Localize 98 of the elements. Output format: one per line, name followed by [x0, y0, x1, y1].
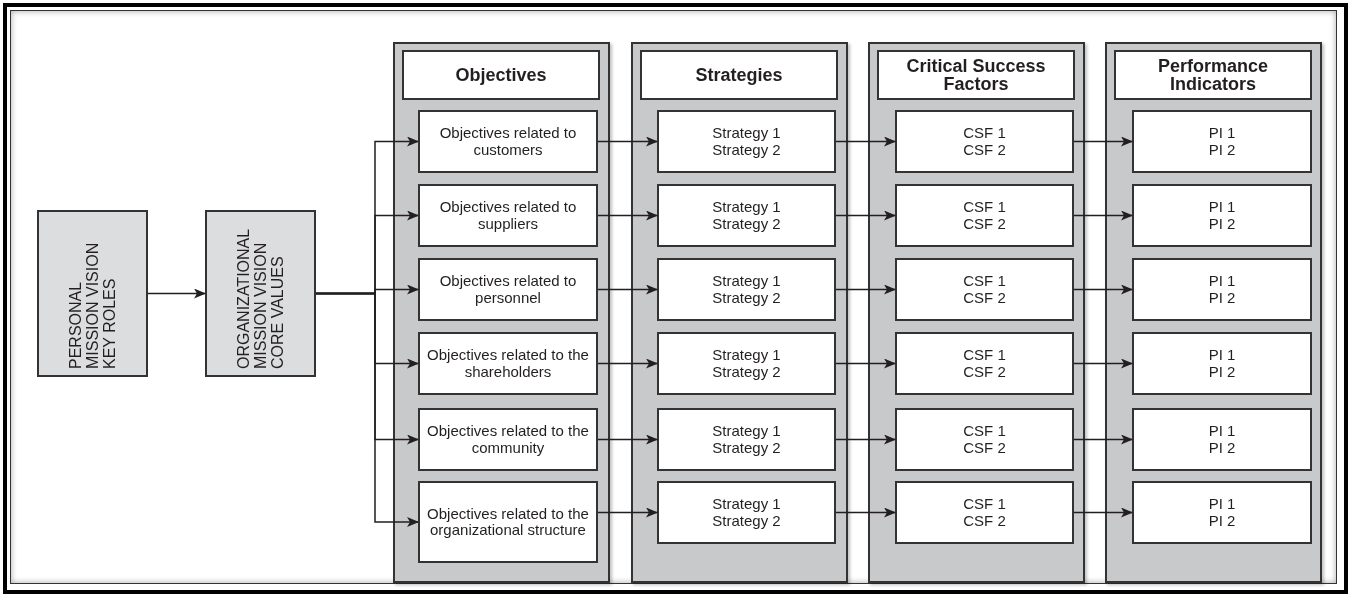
item-box — [1132, 332, 1312, 395]
box-text: Strategy 1 — [712, 199, 781, 216]
item-box — [418, 481, 598, 563]
box-text: PERSONAL MISSION VISION KEY ROLES — [67, 241, 118, 369]
arrow — [835, 358, 896, 369]
arrow — [315, 292, 419, 527]
box-text: Strategy 2 — [712, 512, 781, 529]
arrow — [1073, 434, 1133, 445]
box-text: CSF 2 — [963, 363, 1006, 380]
item-box — [657, 481, 836, 544]
box-text: CSF 1 — [963, 199, 1006, 216]
box-text: CSF 1 — [963, 125, 1006, 142]
box-text: PI 1 — [1208, 273, 1236, 290]
item-box — [418, 258, 598, 321]
box-text: CSF 1 — [963, 423, 1006, 440]
arrow — [597, 210, 658, 221]
item-box — [895, 110, 1074, 173]
item-box — [1132, 408, 1312, 471]
arrow — [597, 284, 658, 295]
box-text: CSF 2 — [963, 141, 1006, 158]
box-text: PI 1 — [1208, 125, 1236, 142]
header-text: Performance Indicators — [1156, 56, 1270, 94]
box-text: Objectives related to the shareholders — [426, 347, 590, 380]
header-text: Objectives — [455, 65, 547, 85]
header-text: Critical Success Factors — [905, 56, 1047, 94]
box-text: Strategy 2 — [712, 289, 781, 306]
item-box — [895, 481, 1074, 544]
item-box — [895, 332, 1074, 395]
column-panel — [868, 42, 1085, 583]
box-text: CSF 2 — [963, 289, 1006, 306]
box-text: Strategy 1 — [712, 347, 781, 364]
arrow — [835, 210, 896, 221]
box-text: CSF 2 — [963, 439, 1006, 456]
item-box — [657, 258, 836, 321]
box-text: Strategy 2 — [712, 215, 781, 232]
item-box — [657, 110, 836, 173]
header-text: Strategies — [695, 65, 783, 85]
box-text: PI 2 — [1208, 439, 1236, 456]
arrow — [835, 284, 896, 295]
arrow — [597, 136, 658, 147]
box-text: PI 2 — [1208, 512, 1236, 529]
process-box — [37, 210, 148, 377]
column-panel — [393, 42, 610, 583]
arrow — [597, 507, 658, 518]
item-box — [1132, 258, 1312, 321]
item-box — [1132, 481, 1312, 544]
box-text: PI 1 — [1208, 347, 1236, 364]
box-text: CSF 2 — [963, 215, 1006, 232]
arrow — [1073, 210, 1133, 221]
box-text: PI 2 — [1208, 289, 1236, 306]
box-text: PI 1 — [1208, 423, 1236, 440]
box-text: PI 2 — [1208, 141, 1236, 158]
item-box — [1132, 184, 1312, 247]
item-box — [657, 408, 836, 471]
item-box — [418, 408, 598, 471]
box-text: PI 1 — [1208, 199, 1236, 216]
box-text: CSF 1 — [963, 273, 1006, 290]
arrow — [597, 434, 658, 445]
box-text: Strategy 1 — [712, 125, 781, 142]
box-text: Objectives related to the organizational structure — [426, 505, 590, 539]
box-text: Objectives related to suppliers — [438, 199, 578, 232]
box-text: Objectives related to customers — [438, 125, 578, 158]
box-text: PI 1 — [1208, 496, 1236, 513]
arrow — [597, 358, 658, 369]
arrow — [1073, 507, 1133, 518]
process-box — [205, 210, 316, 377]
column-panel — [1105, 42, 1322, 583]
item-box — [657, 332, 836, 395]
item-box — [657, 184, 836, 247]
box-text: Strategy 2 — [712, 363, 781, 380]
item-box — [418, 332, 598, 395]
box-text: CSF 2 — [963, 512, 1006, 529]
arrow — [835, 507, 896, 518]
item-box — [895, 258, 1074, 321]
box-text: ORGANIZATIONAL MISSION VISION CORE VALUES — [235, 227, 286, 369]
box-text: PI 2 — [1208, 215, 1236, 232]
column-panel — [631, 42, 848, 583]
arrow — [1073, 284, 1133, 295]
box-text: Strategy 2 — [712, 141, 781, 158]
box-text: CSF 1 — [963, 347, 1006, 364]
arrow — [1073, 358, 1133, 369]
item-box — [895, 184, 1074, 247]
item-box — [418, 110, 598, 173]
arrow — [1073, 136, 1133, 147]
box-text: CSF 1 — [963, 496, 1006, 513]
box-text: Strategy 1 — [712, 273, 781, 290]
item-box — [418, 184, 598, 247]
box-text: Strategy 1 — [712, 496, 781, 513]
arrow — [147, 288, 206, 299]
box-text: Strategy 2 — [712, 439, 781, 456]
box-text: Objectives related to the community — [426, 423, 590, 456]
box-text: Strategy 1 — [712, 423, 781, 440]
item-box — [1132, 110, 1312, 173]
box-text: PI 2 — [1208, 363, 1236, 380]
box-text: Objectives related to personnel — [438, 273, 578, 306]
arrow — [835, 136, 896, 147]
arrow — [835, 434, 896, 445]
item-box — [895, 408, 1074, 471]
